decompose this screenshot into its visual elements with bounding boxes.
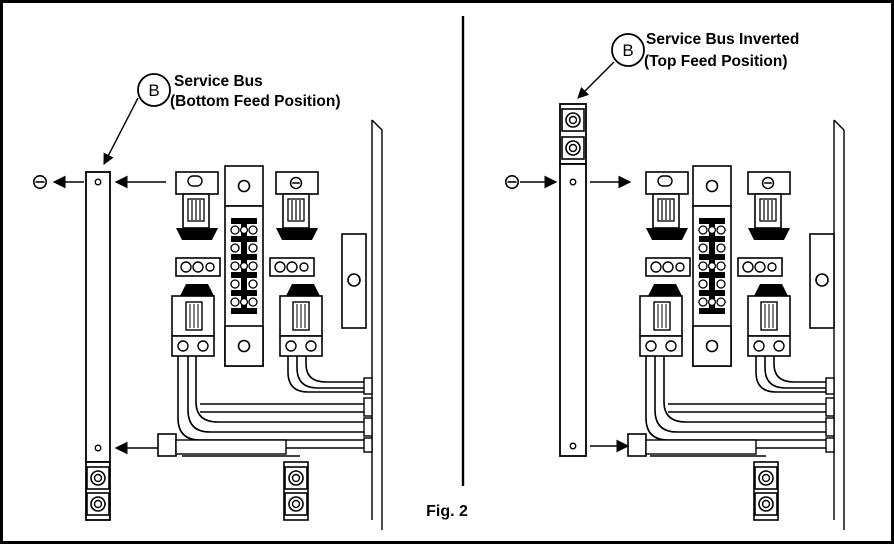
callout-badge-right [611, 33, 645, 67]
breaker-upper-left-a [175, 171, 219, 240]
left-panel: B Service Bus (Bottom Feed Position) [32, 73, 383, 530]
breaker-lower-right-a [639, 284, 683, 357]
figure-caption: Fig. 2 [426, 503, 468, 520]
cable-ends-right [825, 377, 835, 453]
breaker-lower-right-b [747, 284, 791, 357]
lower-terminal-bar-right [627, 433, 757, 457]
breaker-lower-left-b [279, 284, 323, 357]
install-arrows-left [52, 175, 166, 455]
breaker-upper-right-a [645, 171, 689, 240]
service-bus-bar-left [85, 171, 111, 521]
callout-leader-right [577, 61, 615, 99]
callout-badge-left [137, 73, 171, 107]
neutral-bar-assembly-left [224, 165, 264, 367]
right-panel: B Service Bus Inverted (Top Feed Positio… [504, 31, 845, 530]
side-bracket-left [341, 233, 367, 329]
service-bus-bar-right [559, 103, 587, 457]
terminal-block-right-a [645, 257, 691, 277]
side-bracket-right [809, 233, 835, 329]
cable-ends-left [363, 377, 373, 453]
neutral-bar-assembly-right [692, 165, 732, 367]
callout-subtitle-right: (Top Feed Position) [644, 53, 788, 70]
terminal-block-right-b [737, 257, 783, 277]
terminal-block-left-b [269, 257, 315, 277]
breaker-lower-left-a [171, 284, 215, 357]
callout-letter-left: B [148, 81, 159, 100]
callout-title-left: Service Bus [174, 73, 263, 90]
breaker-upper-left-b [275, 171, 319, 240]
enclosure-wall-left [371, 119, 383, 530]
callout-subtitle-left: (Bottom Feed Position) [170, 93, 341, 110]
breaker-upper-right-b [747, 171, 791, 240]
bottom-lug-right-inner [753, 461, 779, 521]
bolt-icon [32, 175, 48, 189]
lower-terminal-bar-left [157, 433, 287, 457]
callout-leader-left [103, 97, 139, 165]
terminal-block-left-a [175, 257, 221, 277]
install-arrows-right [520, 175, 632, 453]
bolt-icon [504, 175, 520, 189]
bottom-lug-left-inner [283, 461, 309, 521]
callout-title-right: Service Bus Inverted [646, 31, 799, 48]
callout-letter-right: B [622, 41, 633, 60]
